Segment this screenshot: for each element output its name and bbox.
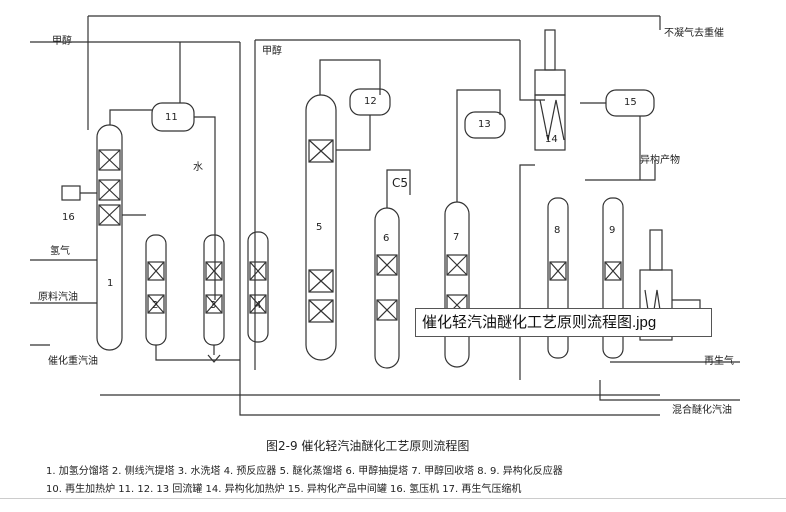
label-blended-gasoline: 混合醚化汽油 <box>672 405 732 416</box>
column-1 <box>96 124 123 351</box>
label-raw-gasoline: 原料汽油 <box>38 292 78 303</box>
equip-num-15: 15 <box>624 97 637 108</box>
equip-num-3: 3 <box>210 300 217 311</box>
column-7 <box>444 201 470 368</box>
equip-num-2: 2 <box>152 300 159 311</box>
label-isomer-product: 异构产物 <box>640 155 680 166</box>
label-c5: C5 <box>392 176 409 190</box>
column-4 <box>247 231 269 343</box>
blended-gasoline-line <box>239 370 660 416</box>
equip-num-16: 16 <box>62 212 75 223</box>
equip-num-6: 6 <box>383 233 390 244</box>
equip-num-11: 11 <box>165 112 178 123</box>
equip-num-8: 8 <box>554 225 561 236</box>
column-5 <box>305 94 337 361</box>
figure-caption: 图2-9 催化轻汽油醚化工艺原则流程图 <box>266 439 470 453</box>
equip-num-4: 4 <box>255 300 262 311</box>
legend-line-2: 10. 再生加热炉 11. 12. 13 回流罐 14. 异构化加热炉 15. … <box>46 484 522 495</box>
column-3 <box>203 234 225 363</box>
legend-line-1: 1. 加氢分馏塔 2. 侧线汽提塔 3. 水洗塔 4. 预反应器 5. 醚化蒸馏… <box>46 466 563 477</box>
column-6 <box>374 207 400 369</box>
equip-num-1: 1 <box>107 278 114 289</box>
column-2 <box>145 234 167 346</box>
equip-num-9: 9 <box>609 225 616 236</box>
label-fcc-heavy-gasoline: 催化重汽油 <box>48 356 98 367</box>
label-regen-gas: 再生气 <box>704 356 734 367</box>
label-methanol-left: 甲醇 <box>52 36 72 47</box>
label-noncondensable-gas: 不凝气去重催 <box>664 28 724 39</box>
equip-num-7: 7 <box>453 232 460 243</box>
column-9 <box>602 197 624 359</box>
label-water: 水 <box>193 162 203 173</box>
drum-13 <box>464 111 506 139</box>
equip-num-14: 14 <box>545 134 558 145</box>
equip-num-5: 5 <box>316 222 323 233</box>
column-8 <box>547 197 569 359</box>
furnace-14 <box>534 29 566 151</box>
filename-tooltip: 催化轻汽油醚化工艺原则流程图.jpg <box>415 308 712 337</box>
frame-divider <box>0 498 786 499</box>
label-hydrogen: 氢气 <box>50 246 70 257</box>
equip-num-13: 13 <box>478 119 491 130</box>
equip-num-12: 12 <box>364 96 377 107</box>
compressor-16 <box>61 185 81 201</box>
label-methanol-right: 甲醇 <box>262 46 282 57</box>
